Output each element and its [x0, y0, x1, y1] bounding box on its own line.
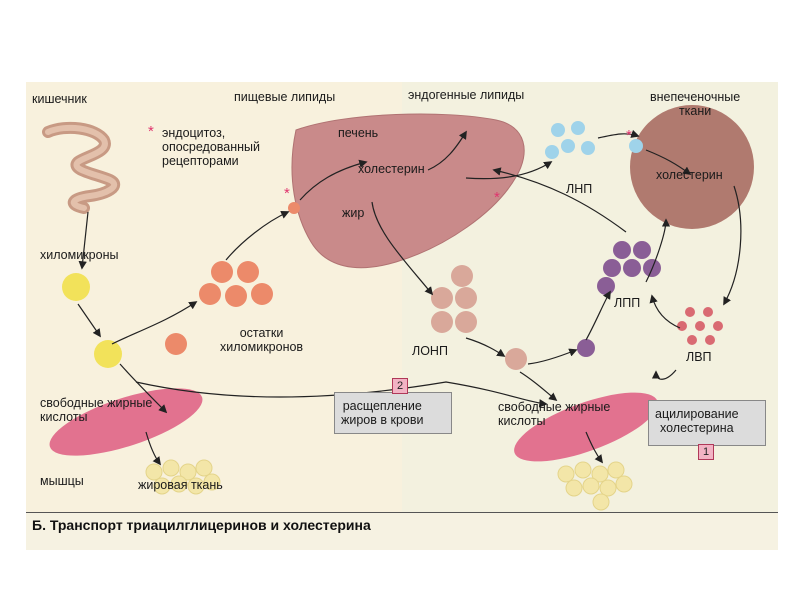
label-muscles: мышцы [40, 474, 84, 488]
label-chylomicrons: хиломикроны [40, 248, 119, 262]
label-endogenous-lipids: эндогенные липиды [408, 88, 525, 102]
extrahepatic-cell [630, 105, 754, 229]
hdl-particles [677, 307, 723, 345]
label-cholesterol-tissue: холестерин [656, 168, 723, 182]
label-fat-breakdown: расщепление жиров в крови [341, 399, 424, 427]
vldl-particles [431, 265, 527, 370]
diagram-canvas [26, 82, 778, 512]
label-extrahepatic-tissues: внепеченочные ткани [650, 90, 741, 118]
label-dietary-lipids: пищевые липиды [234, 90, 336, 104]
adipose-right [557, 461, 633, 511]
badge-1: 1 [698, 444, 714, 460]
flow-arrows [77, 129, 742, 466]
star-endocytosis-legend: * [148, 123, 154, 140]
lipid-transport-figure: кишечник пищевые липиды эндогенные липид… [26, 82, 778, 550]
label-remnants: остатки хиломикронов [220, 326, 304, 354]
adipose-left [145, 459, 221, 495]
badge-2: 2 [392, 378, 408, 394]
fat-breakdown-box: расщепление жиров в крови [334, 392, 452, 434]
star-tissue-ldl: * [626, 127, 632, 144]
label-ffa-right: свободные жирные кислоты [498, 400, 611, 428]
label-endocytosis: эндоцитоз, опосредованный рецепторами [162, 126, 261, 168]
label-liver: печень [338, 126, 379, 140]
idl-particles [577, 241, 661, 357]
star-liver-remnant: * [284, 185, 290, 202]
label-adipose: жировая ткань [138, 478, 223, 492]
acylation-box: ацилирование холестерина [648, 400, 766, 446]
figure-caption: Б. Транспорт триацилглицеринов и холесте… [32, 517, 371, 533]
muscle-right [514, 392, 658, 462]
label-intestine: кишечник [32, 92, 87, 106]
remnant-particles [165, 202, 300, 355]
chylomicron-particles [62, 273, 122, 368]
label-cholesterol-liver: холестерин [358, 162, 425, 176]
label-ldl: ЛНП [566, 182, 593, 196]
liver-shape [291, 113, 525, 269]
star-liver-ldl: * [494, 189, 500, 206]
caption-bar: Б. Транспорт триацилглицеринов и холесте… [26, 512, 778, 537]
label-hdl: ЛВП [686, 350, 712, 364]
ldl-particles [545, 121, 643, 159]
intestine-drawing [42, 121, 121, 214]
label-acylation: ацилирование холестерина [655, 407, 739, 435]
label-fat: жир [342, 206, 365, 220]
label-vldl: ЛОНП [412, 344, 448, 358]
label-ffa-left: свободные жирные кислоты [40, 396, 153, 424]
label-idl: ЛПП [614, 296, 641, 310]
